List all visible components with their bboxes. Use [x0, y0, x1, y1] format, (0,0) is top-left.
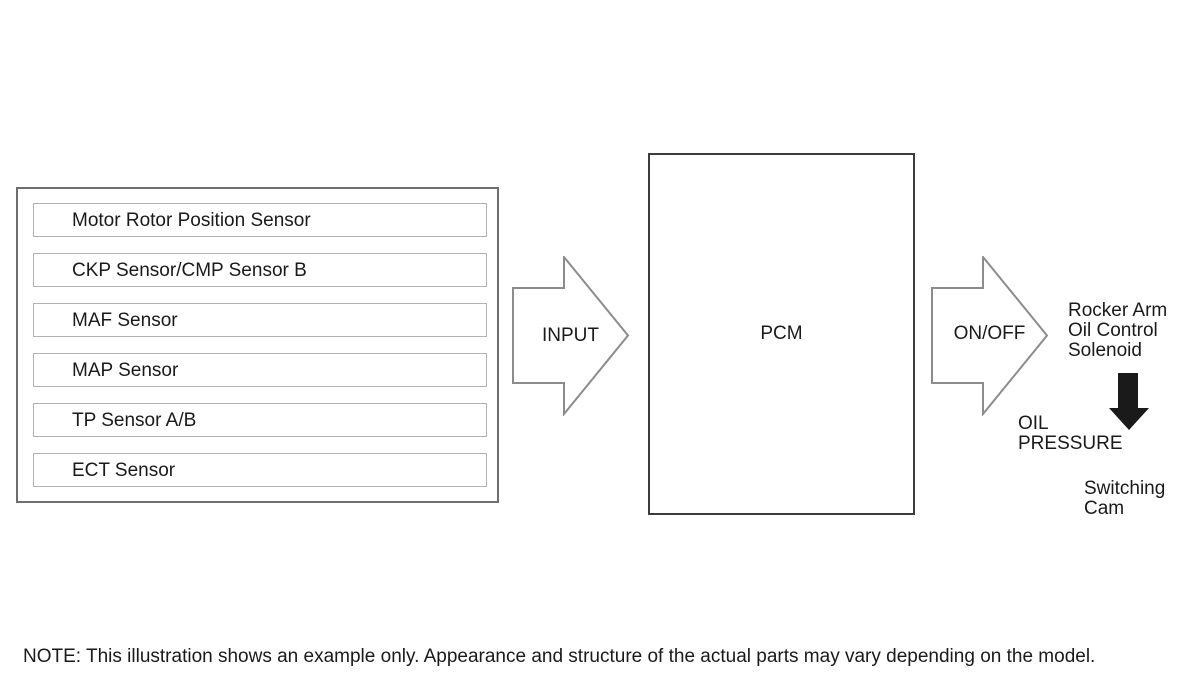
sensor-group-box: Motor Rotor Position Sensor CKP Sensor/C…	[16, 187, 499, 503]
pcm-box: PCM	[648, 153, 915, 515]
sensor-item-motor-rotor-position: Motor Rotor Position Sensor	[33, 203, 487, 237]
sensor-item-ckp-cmp: CKP Sensor/CMP Sensor B	[33, 253, 487, 287]
sensor-item-tp: TP Sensor A/B	[33, 403, 487, 437]
input-right-arrow-icon	[512, 256, 629, 416]
sensor-label: Motor Rotor Position Sensor	[72, 209, 311, 231]
sensor-item-ect: ECT Sensor	[33, 453, 487, 487]
sensor-item-maf: MAF Sensor	[33, 303, 487, 337]
switching-cam-label: Switching Cam	[1084, 478, 1166, 519]
oil-pressure-label: OIL PRESSURE	[1018, 413, 1123, 454]
sensor-label: TP Sensor A/B	[72, 409, 197, 431]
note-text: NOTE: This illustration shows an example…	[23, 646, 1096, 667]
rocker-arm-oil-control-solenoid-label: Rocker Arm Oil Control Solenoid	[1068, 300, 1168, 361]
sensor-label: MAP Sensor	[72, 359, 179, 381]
input-arrow-label: INPUT	[542, 325, 599, 346]
down-arrow-icon	[1109, 373, 1149, 430]
sensor-item-map: MAP Sensor	[33, 353, 487, 387]
sensor-label: MAF Sensor	[72, 309, 178, 331]
sensor-label: CKP Sensor/CMP Sensor B	[72, 259, 307, 281]
onoff-arrow-label: ON/OFF	[953, 323, 1026, 344]
pcm-label: PCM	[760, 323, 803, 344]
sensor-label: ECT Sensor	[72, 459, 176, 481]
onoff-right-arrow-icon	[931, 256, 1048, 416]
